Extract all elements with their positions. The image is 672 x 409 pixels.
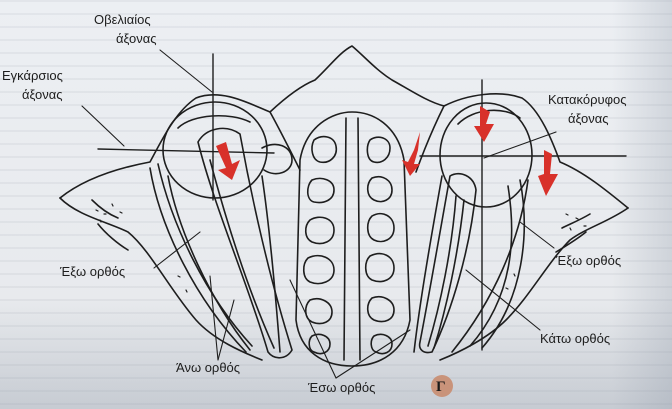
arrow-left-globe [216,142,240,180]
right-temporal-notch [556,214,590,252]
label-lateral-rectus-right: Έξω ορθός [555,253,621,268]
label-vertical-1: Κατακόρυφος [548,92,627,107]
leader-superior-a [218,300,234,360]
leader-lateral-left [154,232,200,268]
arrow-right-globe-top [474,106,494,142]
bone-stipple [96,204,586,292]
label-vertical-2: άξονας [568,111,609,126]
leader-medial-a [290,280,336,378]
label-sagittal-2: άξονας [116,31,157,46]
arrow-right-globe-side [538,150,558,196]
label-lateral-rectus-left: Έξω ορθός [59,264,125,279]
label-transverse-2: άξονας [22,87,63,102]
transverse-axis-line [98,149,274,153]
left-cornea [178,116,250,128]
leader-transverse [82,106,124,146]
leader-sagittal [160,50,212,92]
figure-badge-letter: Γ [436,379,446,395]
axes [98,54,626,350]
label-inferior-rectus: Κάτω ορθός [540,331,610,346]
leader-lateral-right [520,222,554,248]
medial-septum-left [344,118,346,360]
label-sagittal-1: Οβελιαίος [94,12,151,27]
label-medial-rectus: Έσω ορθός [307,380,375,395]
leader-lines [82,50,556,378]
medial-block [296,112,410,366]
leader-inferior [466,270,540,330]
label-superior-rectus: Άνω ορθός [176,360,240,375]
medial-septum-right [358,118,360,360]
label-transverse-1: Εγκάρσιος [2,68,63,83]
ethmoid-cells [304,137,394,354]
